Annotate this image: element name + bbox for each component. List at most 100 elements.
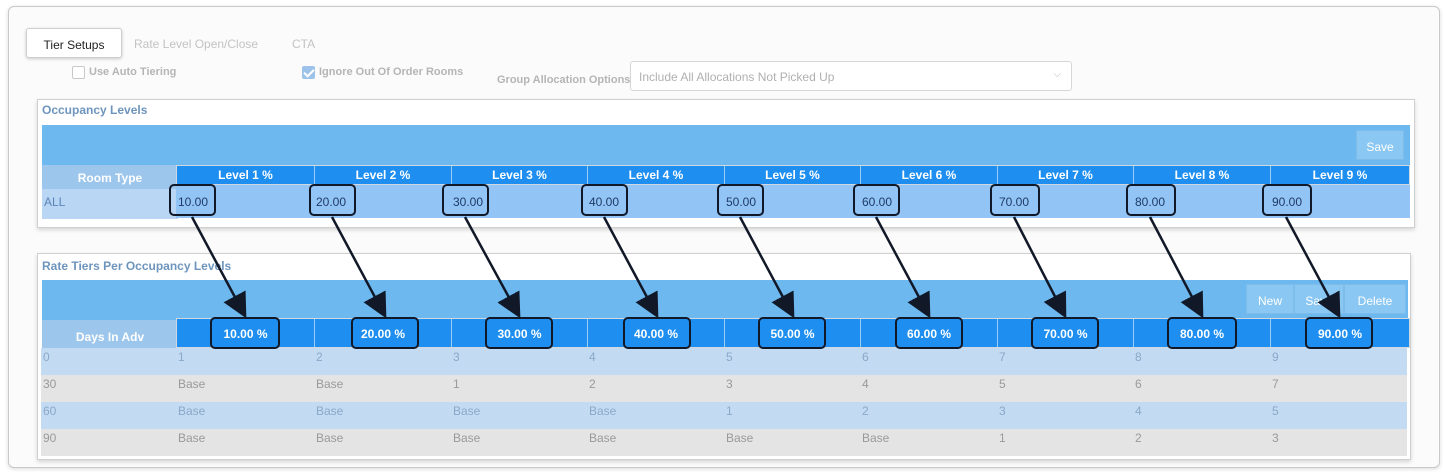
days-in-adv-header: Days In Adv (42, 320, 178, 351)
tier-col-90-header: 90.00 % (1317, 327, 1363, 341)
tier-cell: Base (178, 404, 206, 418)
level-8-value[interactable]: 80.00 (1135, 195, 1166, 209)
arrow-level-2 (330, 216, 387, 319)
tier-cell: 2 (316, 350, 323, 364)
tier-cell: 1 (999, 431, 1006, 445)
tier-col-70-header: 70.00 % (998, 319, 1134, 347)
tier-cell: 8 (1135, 350, 1142, 364)
ignore-out-of-order-label: Ignore Out Of Order Rooms (319, 66, 464, 78)
level-7-value[interactable]: 70.00 (999, 195, 1030, 209)
tier-cell: 4 (862, 377, 869, 391)
arrow-level-1 (190, 216, 247, 319)
rate-tiers-title: Rate Tiers Per Occupancy Levels (42, 259, 232, 273)
annotation-box-level-2 (309, 184, 356, 216)
tier-cell: 3 (1272, 431, 1279, 445)
days-cell: 30 (43, 377, 57, 391)
annotation-box-level-1 (169, 184, 216, 216)
tier-cell: Base (453, 431, 481, 445)
rate-tiers-header-row: 10.00 % 20.00 % 30.00 % 40.00 % 50.00 % … (176, 318, 1410, 348)
level-4-header: Level 4 % (588, 166, 725, 184)
tier-cell: Base (178, 377, 206, 391)
tier-col-10-header: 10.00 % (177, 319, 315, 347)
tier-cell: Base (178, 431, 206, 445)
occupancy-toolbar (42, 125, 1410, 165)
days-cell: 90 (43, 431, 57, 445)
tier-cell: 7 (1272, 377, 1279, 391)
tier-cell: 1 (726, 404, 733, 418)
tier-cell: Base (862, 431, 890, 445)
tier-col-20-header: 20.00 % (315, 319, 452, 347)
tier-cell: 9 (1272, 350, 1279, 364)
level-7-header: Level 7 % (998, 166, 1134, 184)
annotation-box-level-4 (581, 184, 628, 216)
tier-cell: Base (316, 404, 344, 418)
table-row[interactable]: 90 Base Base Base Base Base Base 1 2 3 (41, 429, 1407, 456)
tier-cell: Base (589, 431, 617, 445)
level-9-value[interactable]: 90.00 (1272, 195, 1303, 209)
arrow-level-5 (738, 216, 795, 319)
level-9-header: Level 9 % (1312, 168, 1368, 182)
tier-cell: 3 (999, 404, 1006, 418)
occupancy-values-row: 10.00 20.00 30.00 40.00 50.00 60.00 70.0… (176, 185, 1410, 218)
tier-cell: 1 (453, 377, 460, 391)
room-type-header: Room Type (42, 165, 178, 189)
tier-cell: 2 (589, 377, 596, 391)
level-1-header: Level 1 % (177, 166, 315, 184)
tier-col-30-header: 30.00 % (452, 319, 588, 347)
level-6-value[interactable]: 60.00 (862, 195, 893, 209)
level-3-value[interactable]: 30.00 (453, 195, 484, 209)
tier-cell: 6 (862, 350, 869, 364)
chevron-down-icon: ⌵ (1053, 69, 1061, 80)
ignore-out-of-order-option[interactable]: Ignore Out Of Order Rooms (302, 64, 463, 80)
tier-cell: Base (316, 431, 344, 445)
level-1-value[interactable]: 10.00 (178, 195, 209, 209)
level-5-value[interactable]: 50.00 (726, 195, 757, 209)
tier-cell: Base (316, 377, 344, 391)
level-6-header: Level 6 % (861, 166, 998, 184)
tier-cell: 5 (726, 350, 733, 364)
group-allocation-label: Group Allocation Options (497, 74, 631, 86)
ignore-out-of-order-checkbox[interactable] (302, 65, 315, 79)
occupancy-levels-title: Occupancy Levels (42, 103, 148, 117)
table-row[interactable]: 30 Base Base 1 2 3 4 5 6 7 (41, 375, 1407, 402)
level-2-value[interactable]: 20.00 (316, 195, 347, 209)
tier-col-60-header: 60.00 % (861, 319, 998, 347)
tier-cell: 4 (589, 350, 596, 364)
use-auto-tiering-checkbox[interactable] (72, 65, 85, 79)
new-button[interactable]: New (1246, 284, 1294, 314)
tier-cell: 2 (862, 404, 869, 418)
tier-cell: 5 (1272, 404, 1279, 418)
tier-cell: 1 (178, 350, 185, 364)
annotation-box-level-7 (990, 184, 1040, 216)
use-auto-tiering-label: Use Auto Tiering (89, 66, 177, 78)
days-cell: 60 (43, 404, 57, 418)
days-cell: 0 (43, 350, 50, 364)
table-row[interactable]: 0 1 2 3 4 5 6 7 8 9 (41, 348, 1407, 375)
tab-tier-setups[interactable]: Tier Setups (26, 28, 122, 58)
level-8-header: Level 8 % (1134, 166, 1271, 184)
tier-col-50-header: 50.00 % (725, 319, 861, 347)
occupancy-save-button[interactable]: Save (1356, 130, 1404, 160)
tier-cell: 3 (726, 377, 733, 391)
group-allocation-select[interactable]: Include All Allocations Not Picked Up ⌵ (630, 61, 1072, 91)
annotation-box-level-6 (853, 184, 900, 216)
level-2-header: Level 2 % (315, 166, 452, 184)
delete-button[interactable]: Delete (1344, 284, 1406, 314)
use-auto-tiering-option[interactable]: Use Auto Tiering (72, 64, 176, 80)
level-4-value[interactable]: 40.00 (589, 195, 620, 209)
tier-cell: Base (726, 431, 754, 445)
annotation-box-level-9 (1262, 184, 1312, 216)
tier-cell: 6 (1135, 377, 1142, 391)
level-5-header: Level 5 % (725, 166, 861, 184)
tier-cell: 5 (999, 377, 1006, 391)
tier-cell: 4 (1135, 404, 1142, 418)
tab-rate-level-open-close[interactable]: Rate Level Open/Close (134, 37, 259, 51)
arrow-level-9 (1284, 216, 1341, 319)
table-row[interactable]: 60 Base Base Base Base 1 2 3 4 5 (41, 402, 1407, 429)
tab-cta[interactable]: CTA (292, 37, 316, 51)
tier-col-40-header: 40.00 % (588, 319, 725, 347)
tier-cell: Base (453, 404, 481, 418)
arrow-level-8 (1148, 216, 1204, 319)
annotation-box-level-5 (717, 184, 764, 216)
